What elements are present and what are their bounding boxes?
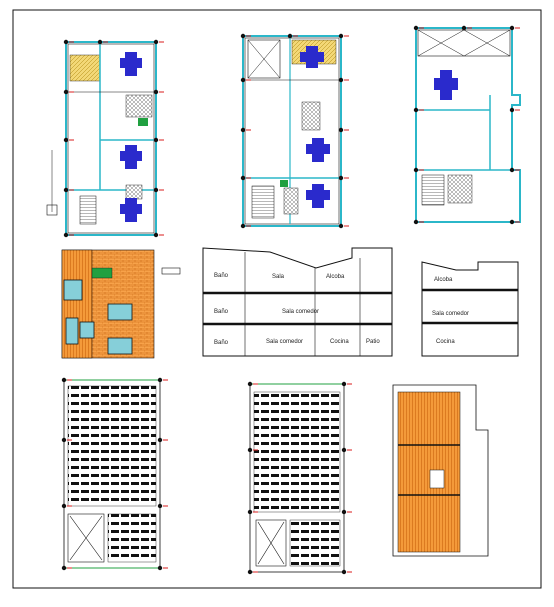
column-node (153, 39, 159, 45)
column-node (247, 509, 253, 515)
bed-furniture (300, 46, 330, 208)
column-node (63, 89, 69, 95)
floor-plan-1 (46, 41, 157, 236)
column-node (247, 381, 253, 387)
column-node (63, 232, 69, 238)
column-node (509, 219, 515, 225)
section-label: Sala comedor (432, 311, 469, 317)
column-node (338, 127, 344, 133)
column-node (153, 137, 159, 143)
column-node (338, 33, 344, 39)
column-node (338, 223, 344, 229)
column-node (461, 25, 467, 31)
column-node (413, 25, 419, 31)
stair-icon (421, 174, 445, 206)
column-node (413, 167, 419, 173)
floor-plan-2 (242, 35, 342, 227)
sheet-border (12, 9, 542, 589)
roof-plan (392, 384, 489, 557)
column-node (61, 503, 67, 509)
column-node (247, 569, 253, 575)
section-label: Patio (366, 339, 380, 345)
column-node (413, 107, 419, 113)
column-node (338, 175, 344, 181)
column-node (341, 569, 347, 575)
column-node (509, 25, 515, 31)
column-node (153, 187, 159, 193)
column-node (341, 381, 347, 387)
section-label: Alcoba (434, 277, 453, 283)
foundation-plan-2 (249, 383, 345, 573)
section-label: Sala (272, 274, 285, 280)
column-node (61, 565, 67, 571)
section-label: Cocina (436, 339, 455, 345)
column-node (240, 127, 246, 133)
bed-furniture (120, 52, 142, 222)
column-node (63, 39, 69, 45)
column-node (157, 503, 163, 509)
column-node (341, 509, 347, 515)
column-node (61, 377, 67, 383)
section-label: Sala comedor (266, 339, 303, 345)
section-label: Alcoba (326, 274, 345, 280)
column-node (240, 223, 246, 229)
column-node (287, 33, 293, 39)
column-node (413, 219, 419, 225)
facade-elevation (61, 249, 181, 359)
column-node (509, 107, 515, 113)
column-node (240, 175, 246, 181)
section-label: Baño (214, 340, 229, 346)
foundation-plan-1 (63, 379, 161, 569)
column-node (341, 447, 347, 453)
longitudinal-section: Baño Sala Alcoba Baño Sala comedor Baño … (202, 247, 393, 357)
column-node (61, 437, 67, 443)
column-node (240, 77, 246, 83)
bathroom-tiles (125, 94, 153, 118)
hatched-floor-area (69, 54, 101, 82)
column-node (97, 39, 103, 45)
column-node (153, 232, 159, 238)
column-node (63, 187, 69, 193)
column-node (509, 167, 515, 173)
bed-furniture (434, 70, 458, 100)
section-label: Cocina (330, 339, 349, 345)
stair-icon (79, 195, 97, 225)
column-node (247, 447, 253, 453)
column-node (157, 437, 163, 443)
column-node (338, 77, 344, 83)
column-node (157, 377, 163, 383)
section-label: Sala comedor (282, 309, 319, 315)
column-node (157, 565, 163, 571)
stair-icon (251, 185, 275, 219)
transverse-section: Alcoba Sala comedor Cocina (421, 261, 519, 357)
column-node (153, 89, 159, 95)
floor-plan-3 (415, 27, 521, 223)
section-label: Baño (214, 273, 229, 279)
column-node-group (61, 25, 520, 575)
column-node (63, 137, 69, 143)
section-label: Baño (214, 309, 229, 315)
column-node (240, 33, 246, 39)
